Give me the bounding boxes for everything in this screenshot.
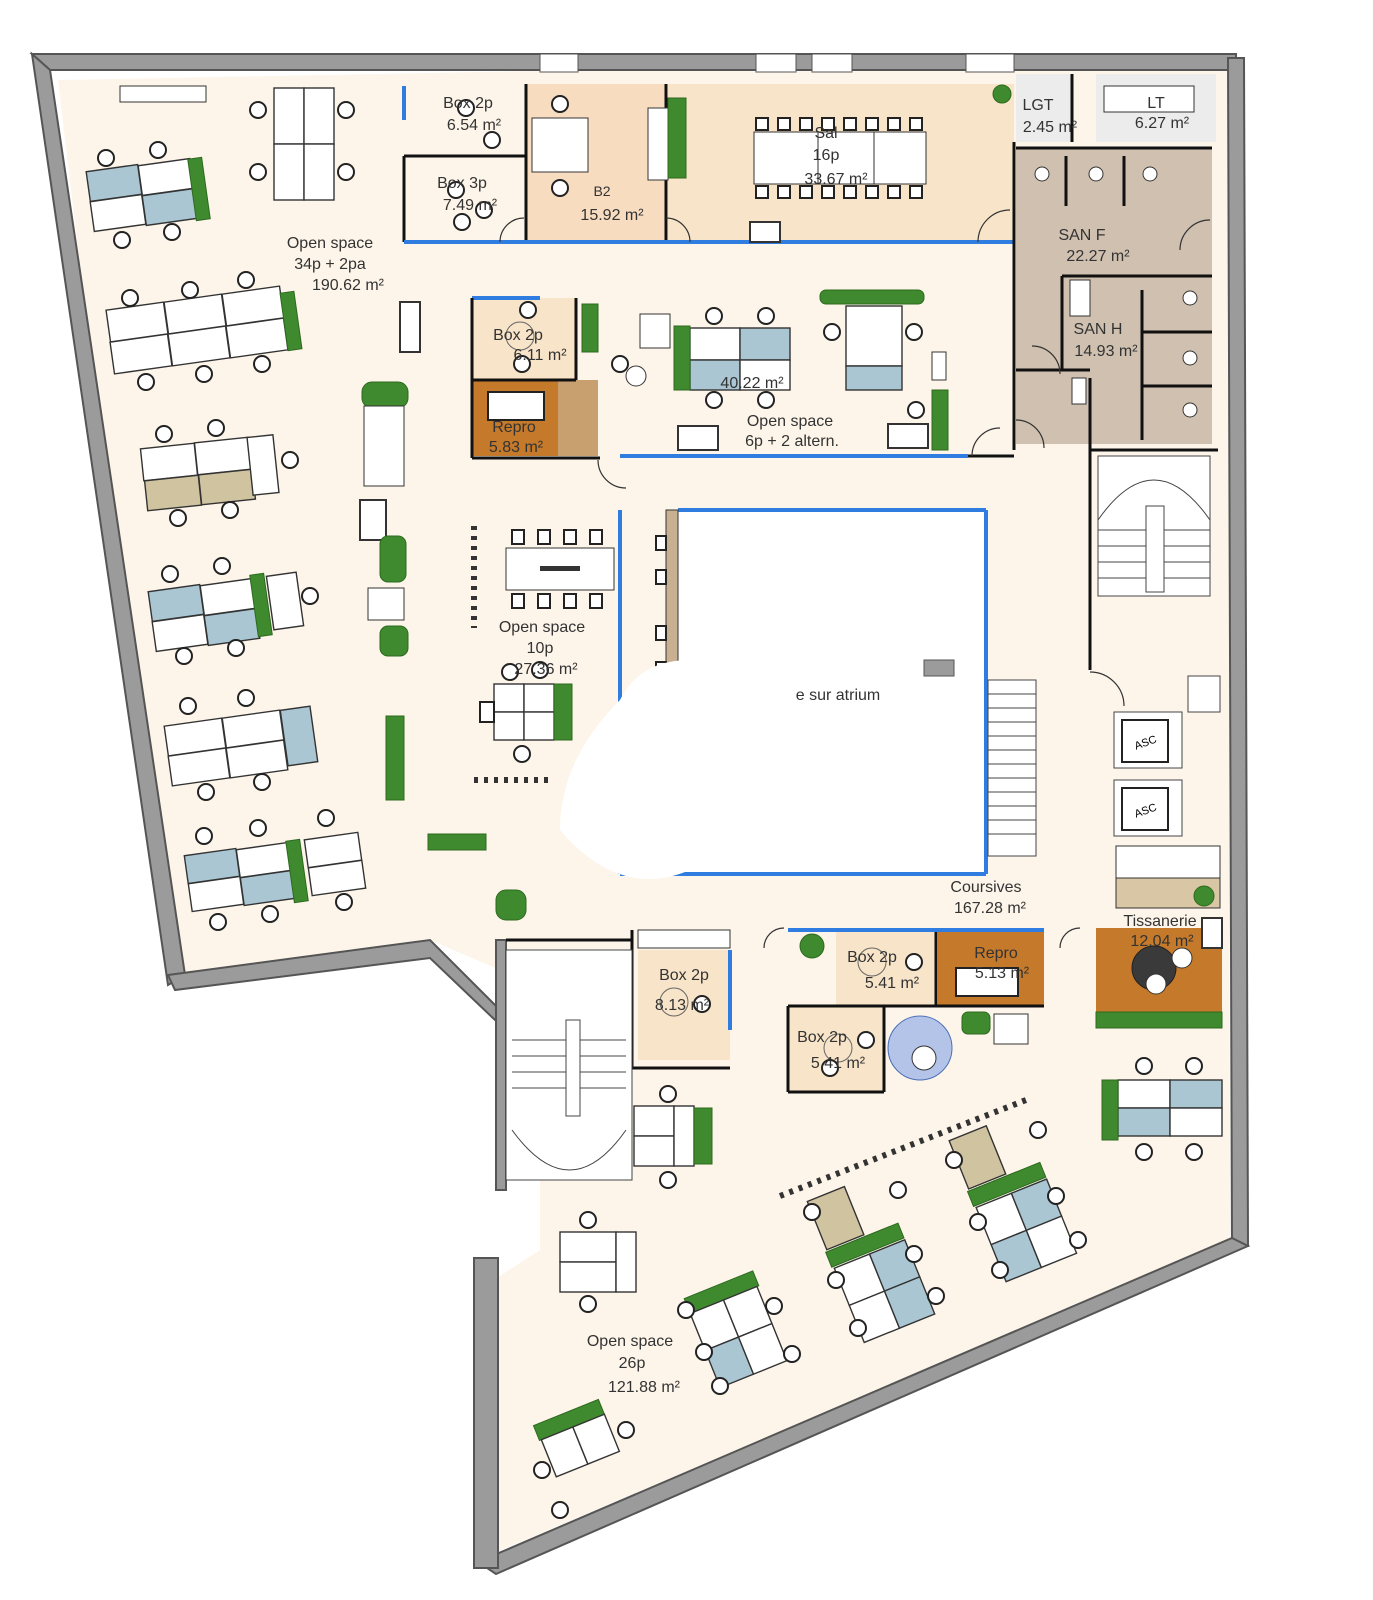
north-rooms — [402, 74, 1216, 244]
atrium — [560, 508, 1037, 879]
chairs-south — [533, 1057, 1203, 1519]
south-middle-rooms — [630, 927, 1081, 1094]
desks-south — [532, 1079, 1223, 1478]
tissanerie-area — [1095, 845, 1223, 1029]
desks-west — [85, 85, 367, 913]
open-space-10p-furniture — [471, 526, 615, 783]
atrium-stair — [987, 679, 1037, 857]
label-atrium: e sur atrium — [796, 687, 880, 704]
south-stair — [505, 938, 633, 1181]
central-north-rooms — [470, 289, 1014, 489]
sanitary-block — [1012, 142, 1212, 450]
west-corridor-objects — [359, 301, 527, 921]
conference-chairs — [755, 117, 923, 199]
east-core — [1088, 448, 1221, 837]
exterior-walls — [29, 51, 1251, 1576]
chairs-west — [97, 101, 355, 931]
